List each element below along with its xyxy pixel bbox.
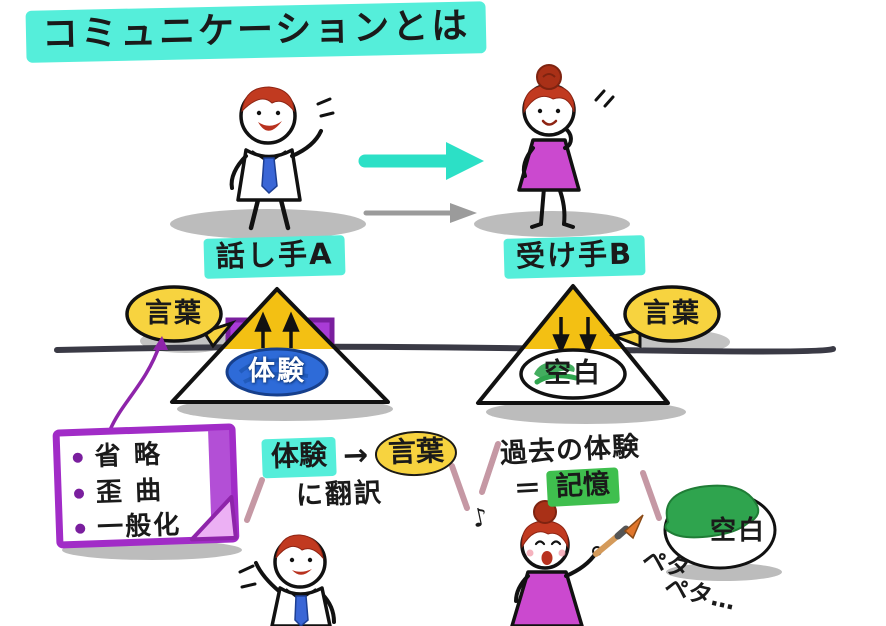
up-arrows <box>254 311 300 348</box>
blob-blank-label: 空白 <box>709 516 766 546</box>
teal-arrow <box>358 142 484 180</box>
receiver-label: 受け手B <box>503 235 646 279</box>
experience-ellipse <box>225 347 329 397</box>
note-item-label: 省 略 <box>94 439 163 473</box>
painted-blank-blob <box>663 484 777 570</box>
speaker-label: 話し手A <box>203 235 346 279</box>
note-item: 一般化 <box>75 510 182 544</box>
page-title: コミュニケーションとは <box>25 1 487 63</box>
note-item-label: 一般化 <box>96 510 182 544</box>
translator-figure <box>238 534 336 626</box>
speech-marks <box>316 97 335 118</box>
speaker-figure <box>229 86 335 231</box>
translation-formula: 体験 → 言葉 <box>261 429 458 482</box>
right-arrow-glyph: → <box>342 437 369 474</box>
translation-caption: に翻訳 <box>295 477 384 512</box>
memory-formula: ＝ 記憶 <box>513 467 620 508</box>
motion-marks <box>594 89 615 108</box>
memory-label: 記憶 <box>546 467 620 507</box>
equals-glyph: ＝ <box>513 473 542 506</box>
receiver-figure <box>517 64 615 229</box>
speech-bubble-left <box>125 285 237 349</box>
note-card <box>52 423 240 549</box>
iceberg-left <box>170 287 390 404</box>
note-card-list: 省 略 歪 曲 一般化 <box>72 440 182 544</box>
note-item: 省 略 <box>72 440 179 472</box>
iceberg-right <box>476 284 670 405</box>
hair-bun <box>536 64 562 90</box>
down-arrows <box>552 317 597 355</box>
translation-to: 言葉 <box>374 429 458 478</box>
gray-arrow <box>363 203 477 223</box>
blank-ellipse <box>519 348 627 400</box>
bullet-dot <box>73 488 85 499</box>
purple-connector-arrow <box>108 336 168 431</box>
speech-bubble-left-label: 言葉 <box>145 298 203 329</box>
blank-label: 空白 <box>544 358 602 389</box>
note-item-label: 歪 曲 <box>95 475 164 508</box>
bullet-dot <box>72 452 83 464</box>
emphasis-slashes <box>244 441 662 523</box>
surface-line <box>54 343 836 355</box>
speech-bubble-right-label: 言葉 <box>643 298 701 329</box>
note-item: 歪 曲 <box>73 475 181 508</box>
experience-label: 体験 <box>248 356 306 387</box>
paintbrush <box>593 514 644 557</box>
speech-bubble-right <box>608 285 721 349</box>
speech-marks <box>238 564 257 589</box>
painter-figure <box>510 500 644 626</box>
translation-from: 体験 <box>261 436 337 479</box>
bullet-dot <box>75 523 86 535</box>
folded-corner <box>189 494 238 542</box>
